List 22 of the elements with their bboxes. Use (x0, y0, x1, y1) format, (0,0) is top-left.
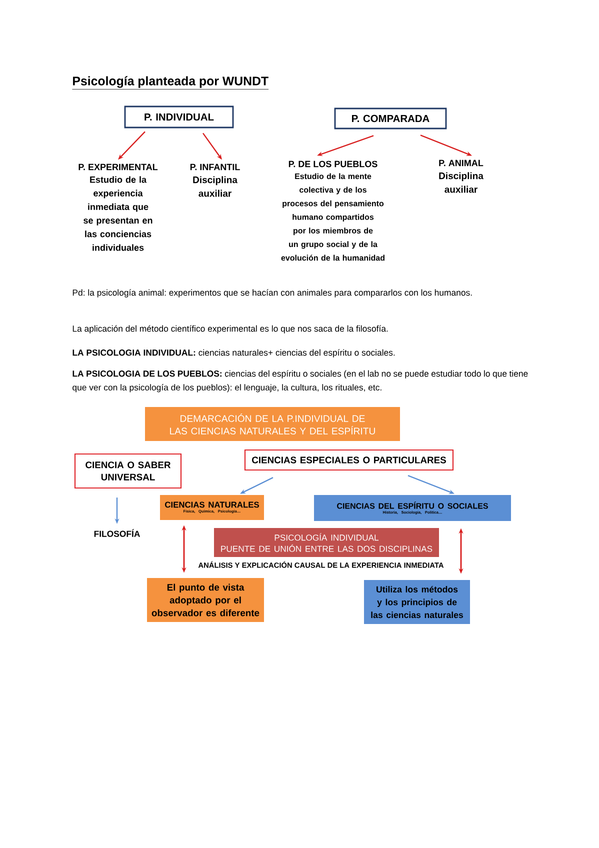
title-banner: DEMARCACIÓN DE LA P.INDIVIDUAL DE LAS CIENCIAS NATURALES Y DEL ESPÍRITU (145, 407, 400, 441)
paragraph: LA PSICOLOGIA DE LOS PUEBLOS: ciencias del espíritu o sociales (en el lab no se puede estudiar todo lo que tiene que ver con la psicología de los pueblos): el lenguaje, la cultura, los rituales, etc. (72, 370, 528, 392)
filled-box: PSICOLOGÍA INDIVIDUAL PUENTE DE UNIÓN ENTRE LAS DOS DISCIPLINAS (214, 528, 439, 557)
heading-text: P. DE LOS PUEBLOS (288, 160, 378, 168)
paragraph: LA PSICOLOGIA INDIVIDUAL: ciencias naturales+ ciencias del espíritu o sociales. (72, 349, 395, 358)
outlined-box: P. INDIVIDUAL (124, 106, 234, 128)
heading-text: P. ANIMAL (439, 160, 484, 166)
description-text: Disciplina auxiliar (439, 172, 484, 193)
description-text: Disciplina auxiliar (193, 176, 238, 197)
outlined-box: CIENCIAS ESPECIALES O PARTICULARES (244, 449, 454, 471)
paragraph: La aplicación del método científico experimental es lo que nos saca de la filosofía. (72, 325, 388, 334)
description-text: Estudio de la mente colectiva y de los procesos del pensamiento humano compartidos por los miembros de un grupo social y de la evolución de la humanidad (281, 173, 384, 261)
title: Psicología planteada por WUNDT (72, 76, 269, 90)
filled-box: El punto de vista adoptado por el observador es diferente (147, 578, 264, 622)
outlined-box: P. COMPARADA (334, 108, 447, 130)
heading-text: P. INFANTIL (190, 164, 240, 170)
description-text: Estudio de la experiencia inmediata que se presentan en las conciencias individuales (84, 176, 152, 251)
filled-box: Utiliza los métodos y los principios de las ciencias naturales (364, 580, 470, 624)
paragraph: Pd: la psicología animal: experimentos que se hacían con animales para compararlos con los humanos. (72, 289, 472, 298)
outlined-box: CIENCIA O SABER UNIVERSAL (74, 453, 182, 489)
heading-text: P. EXPERIMENTAL (78, 164, 158, 170)
heading-text: FILOSOFÍA (94, 529, 140, 537)
